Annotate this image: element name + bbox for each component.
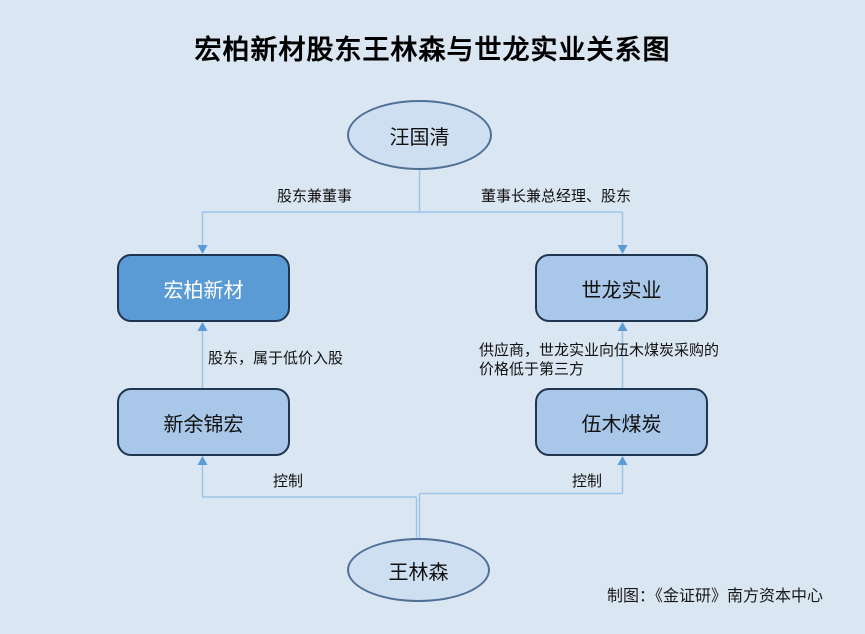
arrowhead-up-into-wumu [617, 456, 628, 465]
arrowhead-up-into-shilong [617, 322, 628, 331]
node-xinyu-jinhong: 新余锦宏 [117, 388, 290, 456]
edge-label-chairman-gm-shareholder: 董事长兼总经理、股东 [481, 188, 632, 205]
edge-label-lowprice-shareholder: 股东，属于低价入股 [208, 350, 344, 367]
edge-label-supplier-note: 供应商，世龙实业向伍木煤炭采购的 价格低于第三方 [479, 341, 719, 379]
arrowhead-down-into-shilong [617, 245, 628, 254]
node-wumu-meitan: 伍木煤炭 [535, 388, 708, 456]
node-hongbo-label: 宏柏新材 [163, 279, 244, 302]
node-xinyu-label: 新余锦宏 [163, 413, 244, 436]
node-wumu-label: 伍木煤炭 [581, 413, 662, 436]
node-shilong-shiye: 世龙实业 [535, 254, 708, 322]
node-wang-guoqing-label: 汪国清 [389, 126, 450, 149]
edge-label-supplier-line1: 供应商，世龙实业向伍木煤炭采购的 [479, 342, 720, 359]
node-shilong-label: 世龙实业 [581, 279, 662, 302]
node-hongbo-xincai: 宏柏新材 [117, 254, 290, 322]
node-wang-linsen-label: 王林森 [388, 561, 449, 584]
node-wang-linsen: 王林森 [347, 538, 490, 602]
arrowhead-down-into-hongbo [197, 245, 208, 254]
arrowhead-up-into-xinyu [197, 456, 208, 465]
node-wang-guoqing: 汪国清 [347, 100, 492, 170]
connector-top-tree [201, 170, 624, 246]
edge-label-supplier-line2: 价格低于第三方 [479, 361, 585, 378]
edge-label-control-right: 控制 [572, 473, 603, 490]
diagram-title: 宏柏新材股东王林森与世龙实业关系图 [194, 35, 671, 65]
credit-line: 制图：《金证研》南方资本中心 [607, 588, 824, 605]
edge-label-shareholder-director: 股东兼董事 [277, 188, 353, 205]
edge-label-control-left: 控制 [273, 473, 304, 490]
arrowhead-up-into-hongbo [197, 322, 208, 331]
connector-bottom-tree [201, 464, 624, 539]
